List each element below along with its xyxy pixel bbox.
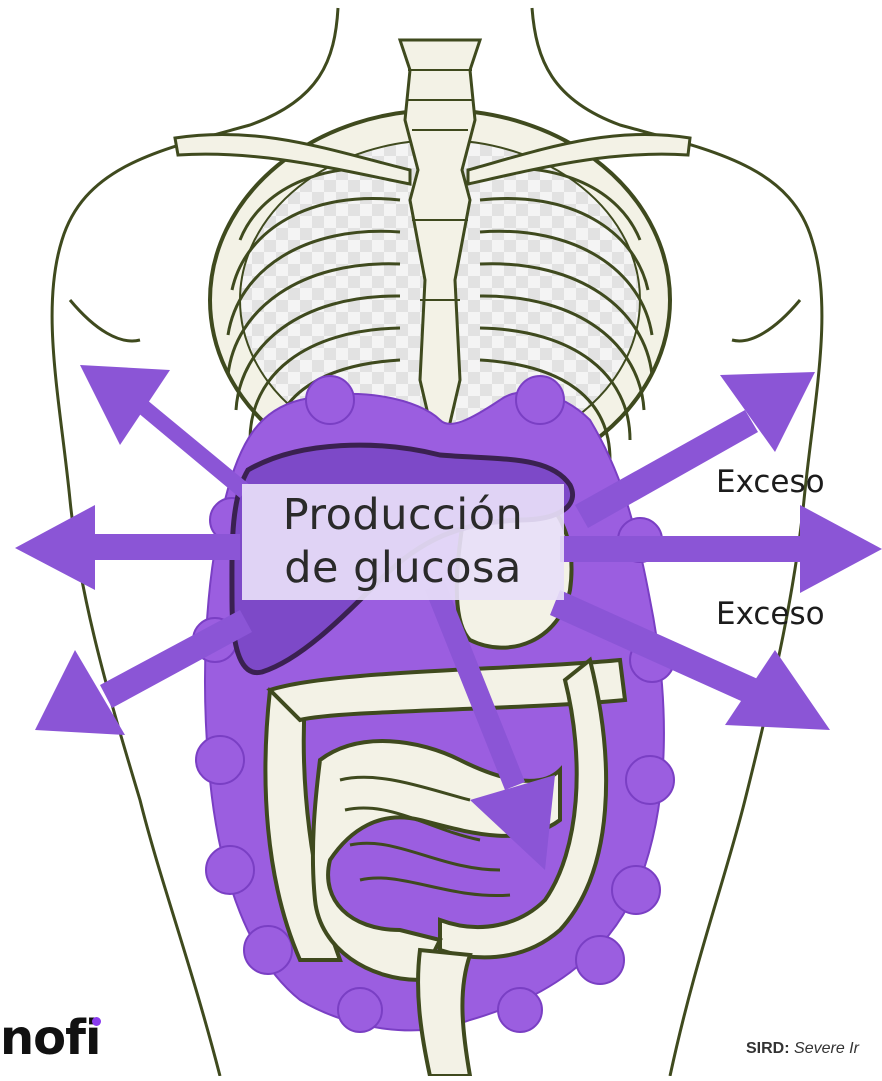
footnote-term: SIRD: — [746, 1040, 790, 1057]
arrow-upper-left — [80, 365, 250, 498]
label-line-1: Producción — [242, 489, 564, 541]
label-line-2: de glucosa — [242, 542, 564, 594]
excess-label-upper: Exceso — [716, 464, 825, 500]
logo-dot-icon — [92, 1017, 101, 1026]
excess-label-lower: Exceso — [716, 596, 825, 632]
brand-logo: nofi — [0, 1010, 100, 1066]
arrow-left — [15, 505, 240, 590]
glucose-production-label: Producción de glucosa — [242, 484, 564, 600]
footnote-text: Severe Ir — [794, 1040, 859, 1057]
footnote: SIRD: Severe Ir — [746, 1040, 882, 1058]
